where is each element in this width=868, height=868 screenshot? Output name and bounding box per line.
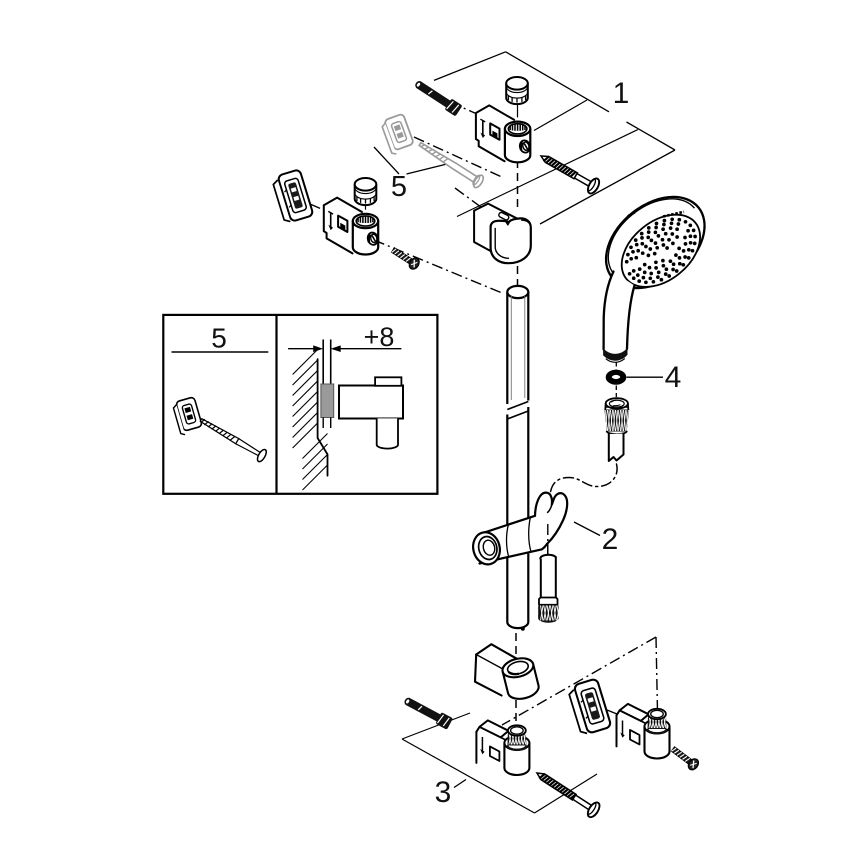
svg-text:5: 5 <box>211 323 227 354</box>
svg-text:+8: +8 <box>364 322 395 352</box>
svg-text:3: 3 <box>435 776 452 809</box>
svg-text:5: 5 <box>391 171 407 203</box>
svg-text:4: 4 <box>665 361 682 394</box>
svg-text:2: 2 <box>602 523 619 556</box>
svg-text:1: 1 <box>613 77 630 110</box>
